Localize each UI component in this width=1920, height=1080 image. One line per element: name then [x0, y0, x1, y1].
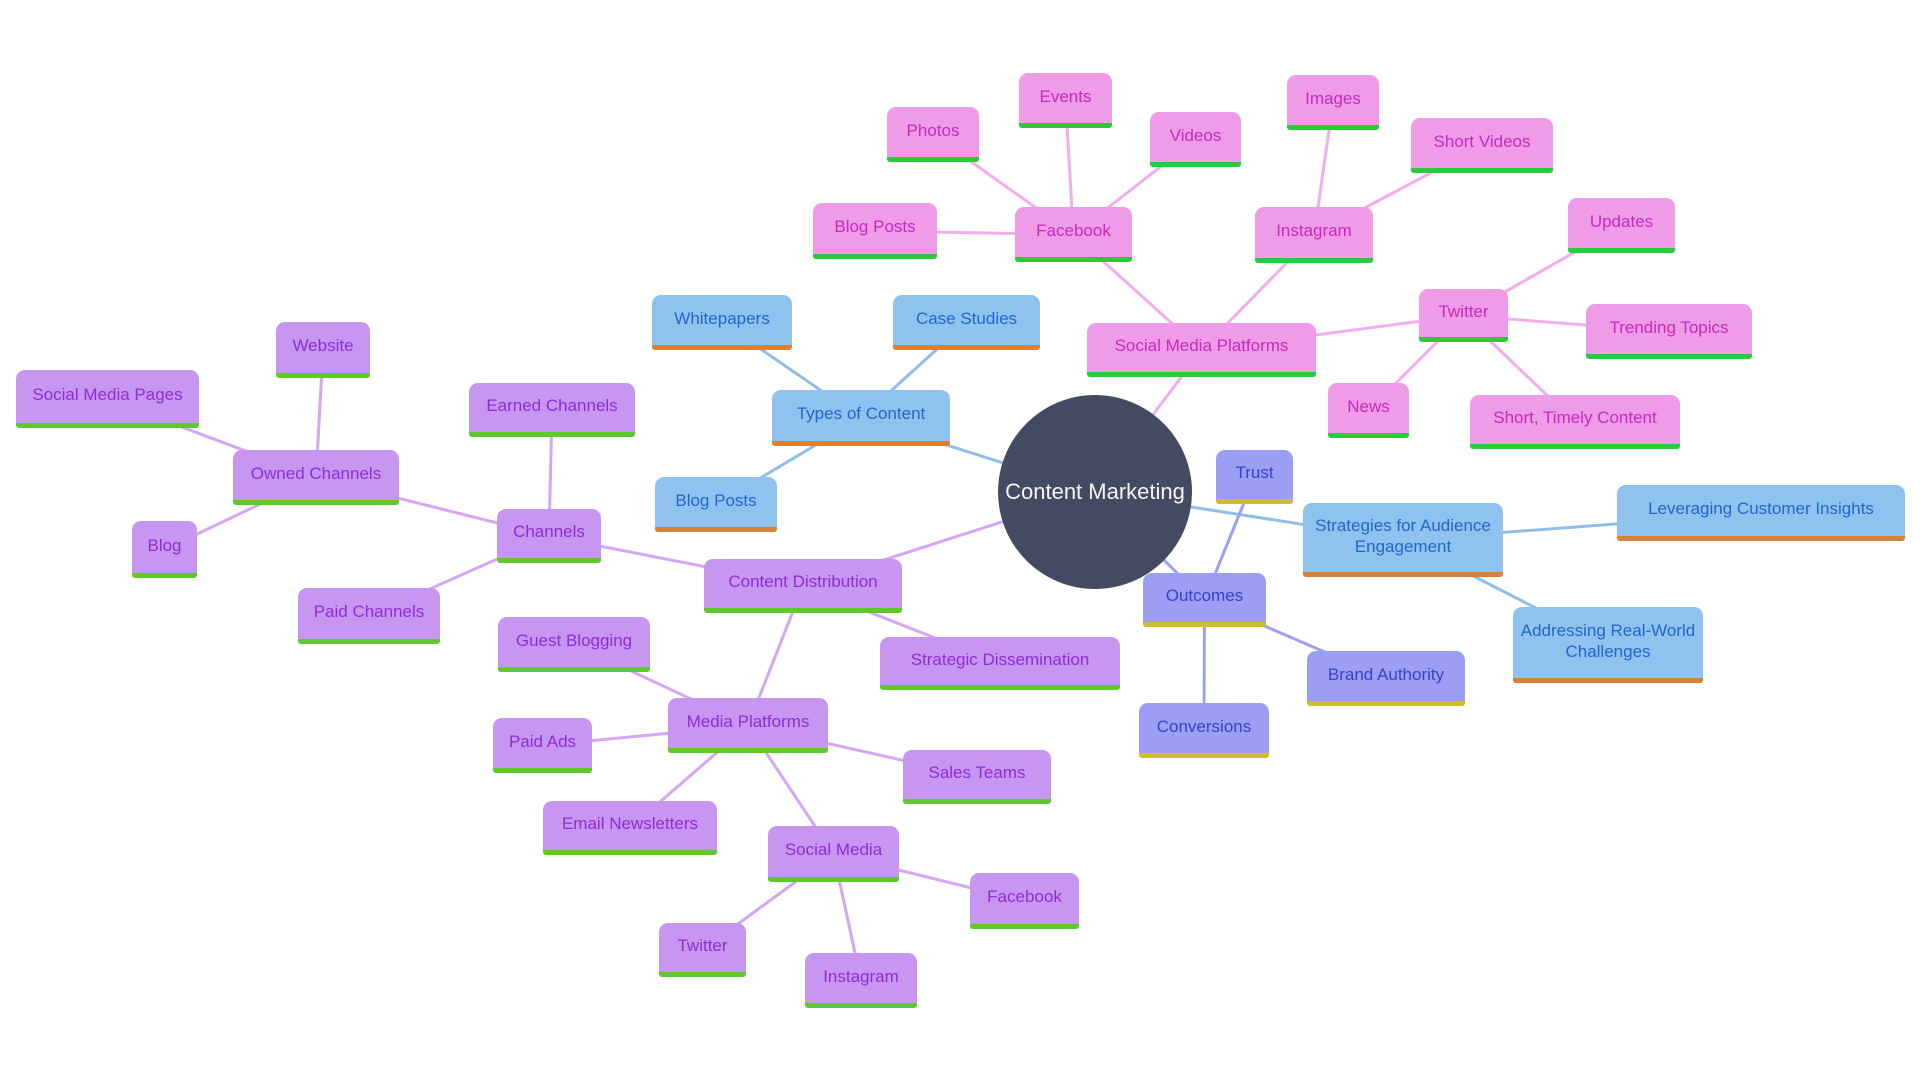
node-types-of-content[interactable]: Types of Content [772, 390, 950, 446]
node-label: Content Marketing [1005, 478, 1185, 504]
node-label: Photos [906, 120, 960, 140]
node-blog[interactable]: Blog [132, 521, 197, 578]
node-label: Videos [1169, 125, 1222, 145]
node-social-media-pages[interactable]: Social Media Pages [16, 370, 199, 428]
node-label: Instagram [823, 966, 899, 986]
node-videos[interactable]: Videos [1150, 112, 1241, 167]
node-social-media-bottom[interactable]: Social Media [768, 826, 899, 882]
node-label: Blog Posts [675, 490, 757, 510]
node-addressing-real-world-challenges[interactable]: Addressing Real-World Challenges [1513, 607, 1703, 683]
node-paid-ads[interactable]: Paid Ads [493, 718, 592, 773]
node-label: Media Platforms [686, 711, 810, 731]
node-short-videos[interactable]: Short Videos [1411, 118, 1553, 173]
node-news[interactable]: News [1328, 383, 1409, 438]
node-label: Instagram [1276, 221, 1352, 241]
node-label: Facebook [987, 887, 1062, 907]
node-label: Trending Topics [1609, 317, 1729, 337]
node-label: Blog Posts [834, 217, 916, 237]
node-label: Twitter [677, 936, 728, 956]
node-label: Content Distribution [728, 572, 878, 592]
node-whitepapers[interactable]: Whitepapers [652, 295, 792, 350]
node-label: Whitepapers [674, 308, 770, 328]
node-label: Short, Timely Content [1493, 408, 1657, 428]
node-label: News [1347, 396, 1390, 416]
node-twitter-top[interactable]: Twitter [1419, 289, 1508, 342]
node-label: Leveraging Customer Insights [1648, 499, 1874, 519]
node-content-marketing[interactable]: Content Marketing [998, 395, 1192, 589]
node-label: Paid Channels [313, 602, 425, 622]
node-website[interactable]: Website [276, 322, 370, 378]
node-photos[interactable]: Photos [887, 107, 979, 162]
node-label: Conversions [1156, 716, 1252, 736]
node-label: Case Studies [915, 308, 1018, 328]
node-events[interactable]: Events [1019, 73, 1112, 128]
node-trust[interactable]: Trust [1216, 450, 1293, 504]
node-label: Types of Content [796, 404, 926, 424]
node-label: Social Media Platforms [1114, 336, 1289, 356]
node-label: Addressing Real-World Challenges [1520, 620, 1696, 661]
node-paid-channels[interactable]: Paid Channels [298, 588, 440, 644]
node-label: Sales Teams [928, 763, 1026, 783]
node-label: Events [1039, 86, 1092, 106]
node-trending-topics[interactable]: Trending Topics [1586, 304, 1752, 359]
node-label: Social Media Pages [32, 385, 183, 405]
node-label: Blog [147, 535, 182, 555]
node-facebook-top[interactable]: Facebook [1015, 207, 1132, 262]
node-strategies-for-audience-engagement[interactable]: Strategies for Audience Engagement [1303, 503, 1503, 577]
node-label: Trust [1235, 463, 1274, 483]
node-label: Updates [1589, 211, 1654, 231]
node-media-platforms[interactable]: Media Platforms [668, 698, 828, 753]
node-blog-posts-top[interactable]: Blog Posts [813, 203, 937, 259]
node-blog-posts-blue[interactable]: Blog Posts [655, 477, 777, 532]
node-content-distribution[interactable]: Content Distribution [704, 559, 902, 613]
node-label: Guest Blogging [515, 630, 633, 650]
node-social-media-platforms[interactable]: Social Media Platforms [1087, 323, 1316, 377]
node-label: Paid Ads [508, 731, 577, 751]
node-earned-channels[interactable]: Earned Channels [469, 383, 635, 437]
node-updates[interactable]: Updates [1568, 198, 1675, 253]
node-guest-blogging[interactable]: Guest Blogging [498, 617, 650, 672]
node-label: Twitter [1438, 301, 1489, 321]
node-label: Owned Channels [250, 463, 382, 483]
node-label: Channels [513, 522, 585, 542]
node-sales-teams[interactable]: Sales Teams [903, 750, 1051, 804]
node-channels[interactable]: Channels [497, 509, 601, 563]
node-email-newsletters[interactable]: Email Newsletters [543, 801, 717, 855]
node-brand-authority[interactable]: Brand Authority [1307, 651, 1465, 706]
node-short-timely-content[interactable]: Short, Timely Content [1470, 395, 1680, 449]
node-label: Website [292, 336, 354, 356]
node-label: Short Videos [1433, 131, 1531, 151]
node-label: Facebook [1036, 220, 1111, 240]
node-label: Email Newsletters [561, 814, 699, 834]
node-twitter-bottom[interactable]: Twitter [659, 923, 746, 977]
node-strategic-dissemination[interactable]: Strategic Dissemination [880, 637, 1120, 690]
node-label: Brand Authority [1327, 664, 1445, 684]
node-facebook-bottom[interactable]: Facebook [970, 873, 1079, 929]
node-case-studies[interactable]: Case Studies [893, 295, 1040, 350]
node-label: Strategic Dissemination [910, 649, 1090, 669]
node-outcomes[interactable]: Outcomes [1143, 573, 1266, 627]
node-images[interactable]: Images [1287, 75, 1379, 130]
node-label: Images [1305, 88, 1361, 108]
node-owned-channels[interactable]: Owned Channels [233, 450, 399, 505]
node-label: Outcomes [1165, 586, 1244, 606]
node-instagram-bottom[interactable]: Instagram [805, 953, 917, 1008]
node-leveraging-customer-insights[interactable]: Leveraging Customer Insights [1617, 485, 1905, 541]
node-label: Social Media [784, 840, 883, 860]
node-label: Earned Channels [486, 396, 618, 416]
node-label: Strategies for Audience Engagement [1315, 515, 1491, 556]
node-conversions[interactable]: Conversions [1139, 703, 1269, 758]
node-instagram-top[interactable]: Instagram [1255, 207, 1373, 263]
